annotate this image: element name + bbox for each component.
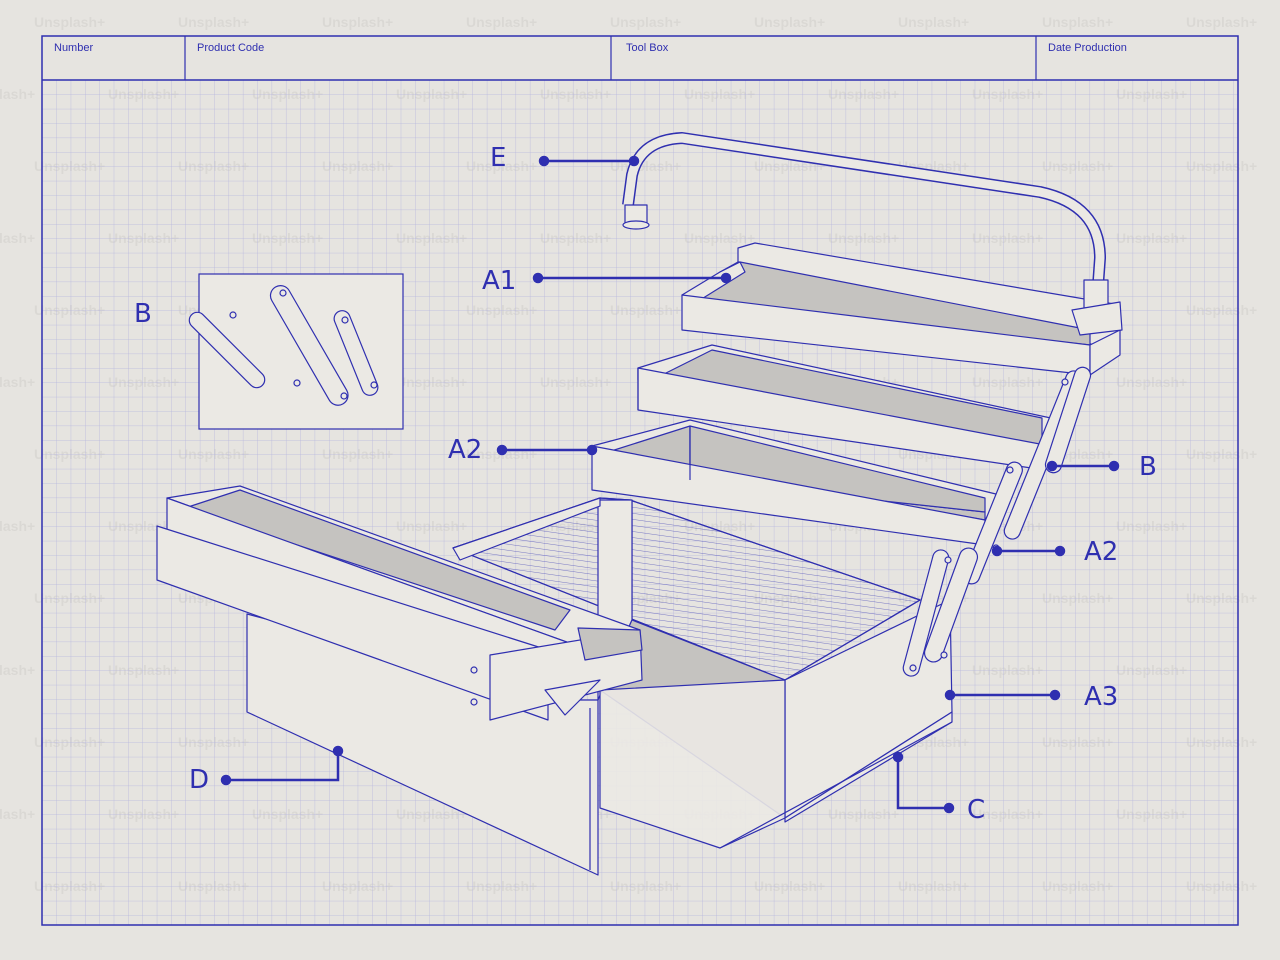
callout-a2-left: A2 bbox=[448, 435, 483, 465]
callout-b-right: B bbox=[1139, 452, 1157, 482]
sheet-frame bbox=[41, 35, 1239, 926]
callout-b-inset: B bbox=[134, 299, 152, 329]
left-tray-front bbox=[156, 525, 549, 721]
callout-a1: A1 bbox=[482, 266, 517, 296]
header-number-label: Number bbox=[54, 42, 94, 54]
callout-e: E bbox=[490, 143, 507, 173]
callout-a3: A3 bbox=[1084, 682, 1119, 712]
callout-c: C bbox=[967, 795, 986, 825]
toolbox-drawing bbox=[156, 132, 1123, 876]
leader-lines bbox=[220, 155, 1120, 814]
hinge-arms bbox=[902, 366, 1092, 677]
tray-a2-upper bbox=[637, 344, 1061, 471]
handle bbox=[622, 132, 1123, 336]
header-date-production-label: Date Production bbox=[1048, 42, 1127, 54]
callout-a2-right: A2 bbox=[1084, 537, 1119, 567]
inset-detail-b bbox=[188, 273, 404, 430]
left-tray bbox=[156, 485, 643, 876]
callout-d: D bbox=[189, 765, 210, 795]
header-product-code-label: Product Code bbox=[197, 42, 265, 54]
header-tool-box-label: Tool Box bbox=[626, 42, 669, 54]
tray-a1 bbox=[681, 242, 1121, 376]
left-tray-inner bbox=[184, 489, 571, 631]
bottom-box bbox=[452, 497, 953, 849]
